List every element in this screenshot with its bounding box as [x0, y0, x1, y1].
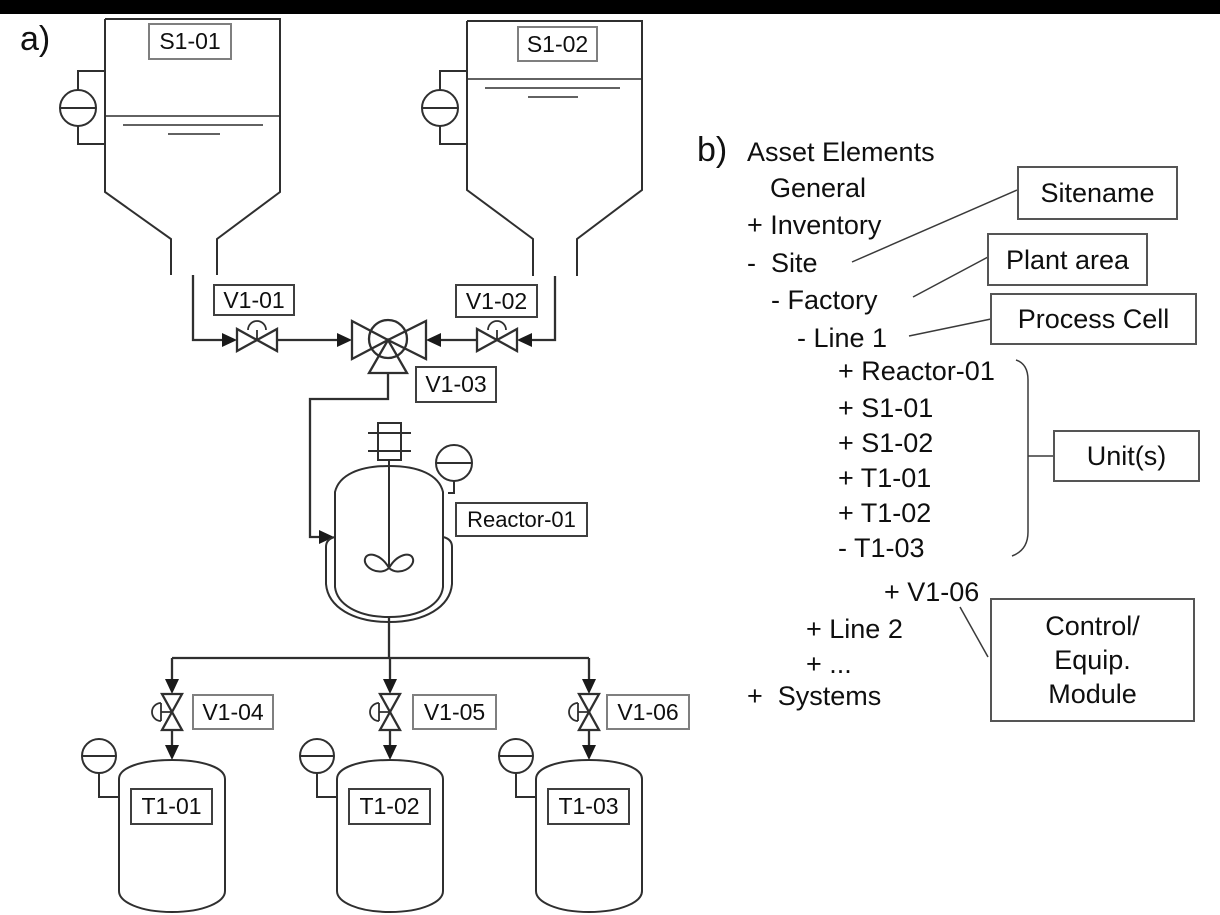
label-box-v1-06: V1-06 — [606, 694, 690, 730]
tree-item-s1-01: + S1-01 — [838, 393, 934, 423]
valve-v1-06-icon — [568, 692, 601, 732]
callout-plant-area: Plant area — [987, 233, 1148, 286]
flow-arrow-icon — [426, 333, 441, 347]
callout-control-line-2: Equip. — [1054, 645, 1131, 675]
label-v1-04: V1-04 — [202, 698, 264, 725]
label-v1-06: V1-06 — [617, 698, 679, 725]
tree-item-site: - Site — [747, 248, 818, 278]
flow-arrow-icon — [165, 679, 179, 694]
reactor-vessel — [325, 422, 473, 658]
callout-process-cell-text: Process Cell — [1017, 304, 1170, 334]
tree-item-s1-02: + S1-02 — [838, 428, 934, 458]
callout-units: Unit(s) — [1053, 430, 1200, 482]
label-box-t1-03: T1-03 — [547, 788, 630, 825]
units-brace — [1011, 359, 1029, 557]
tree-item-reactor-01: + Reactor-01 — [838, 356, 995, 386]
label-box-v1-04: V1-04 — [192, 694, 274, 730]
callout-sitename-text: Sitename — [1040, 178, 1155, 208]
label-s1-01: S1-01 — [159, 28, 221, 54]
tree-heading: Asset Elements — [747, 137, 935, 167]
flow-arrow-icon — [383, 679, 397, 694]
tree-item-general: General — [770, 173, 867, 203]
tree-item-v1-06: + V1-06 — [884, 577, 980, 607]
top-black-bar — [0, 0, 1220, 14]
flow-arrow-icon — [383, 745, 397, 760]
impeller-icon — [363, 553, 415, 573]
liquid-level-lines — [105, 115, 280, 135]
tree-item-t1-01: + T1-01 — [838, 463, 932, 493]
silo-s1-01 — [59, 18, 281, 275]
flow-arrow-icon — [222, 333, 237, 347]
agitator-motor-icon — [377, 422, 402, 461]
tank-t1-02 — [299, 738, 444, 914]
silo-s1-02 — [421, 20, 643, 276]
label-box-v1-05: V1-05 — [412, 694, 497, 730]
tree-item-ellipsis: + ... — [806, 649, 852, 679]
panel-b-label: b) — [697, 131, 728, 169]
panel-a-label: a) — [20, 20, 51, 58]
callout-control-line-3: Module — [1048, 679, 1137, 709]
label-box-v1-03: V1-03 — [415, 366, 497, 403]
tree-item-line-1: - Line 1 — [797, 323, 888, 353]
callout-connectors — [851, 189, 1053, 658]
label-reactor-01: Reactor-01 — [467, 506, 576, 532]
flow-arrow-icon — [582, 679, 596, 694]
valve-v1-01-icon — [235, 320, 279, 353]
callout-control-line-1: Control/ — [1045, 611, 1140, 641]
label-v1-03: V1-03 — [425, 371, 487, 397]
label-box-t1-02: T1-02 — [348, 788, 431, 825]
callout-control-module: Control/ Equip. Module — [990, 598, 1195, 722]
tank-t1-03 — [498, 738, 643, 914]
label-v1-01: V1-01 — [223, 286, 285, 313]
label-t1-02: T1-02 — [359, 793, 420, 819]
flow-arrow-icon — [337, 333, 352, 347]
flow-arrow-icon — [582, 745, 596, 760]
valve-v1-04-icon — [151, 692, 184, 732]
label-t1-03: T1-03 — [558, 793, 619, 819]
label-box-v1-01: V1-01 — [213, 284, 295, 316]
tree-item-line-2: + Line 2 — [806, 614, 903, 644]
label-v1-05: V1-05 — [423, 698, 486, 725]
flow-arrow-icon — [165, 745, 179, 760]
label-box-t1-01: T1-01 — [130, 788, 213, 825]
tree-item-inventory: + Inventory — [747, 210, 882, 240]
label-t1-01: T1-01 — [141, 793, 202, 819]
liquid-level-lines — [467, 78, 642, 98]
valve-v1-02-icon — [475, 320, 519, 353]
callout-plant-area-text: Plant area — [1005, 244, 1130, 275]
tree-item-systems: + Systems — [747, 681, 882, 711]
tree-item-factory: - Factory — [771, 285, 878, 315]
label-s1-02: S1-02 — [526, 30, 589, 57]
callout-sitename: Sitename — [1017, 166, 1178, 220]
feed-piping — [191, 275, 557, 544]
label-box-s1-01: S1-01 — [148, 23, 232, 60]
label-box-v1-02: V1-02 — [455, 284, 538, 318]
tree-item-t1-03: - T1-03 — [838, 533, 925, 563]
tank-t1-01 — [81, 738, 226, 914]
tree-item-t1-02: + T1-02 — [838, 498, 932, 528]
valve-v1-05-icon — [369, 692, 402, 732]
flow-arrow-icon — [319, 530, 334, 544]
callout-process-cell: Process Cell — [990, 293, 1197, 345]
outlet-manifold — [151, 656, 601, 760]
flow-arrow-icon — [517, 333, 532, 347]
callout-units-text: Unit(s) — [1086, 441, 1167, 471]
label-box-reactor-01: Reactor-01 — [455, 502, 588, 537]
label-box-s1-02: S1-02 — [517, 26, 598, 62]
label-v1-02: V1-02 — [465, 287, 528, 314]
